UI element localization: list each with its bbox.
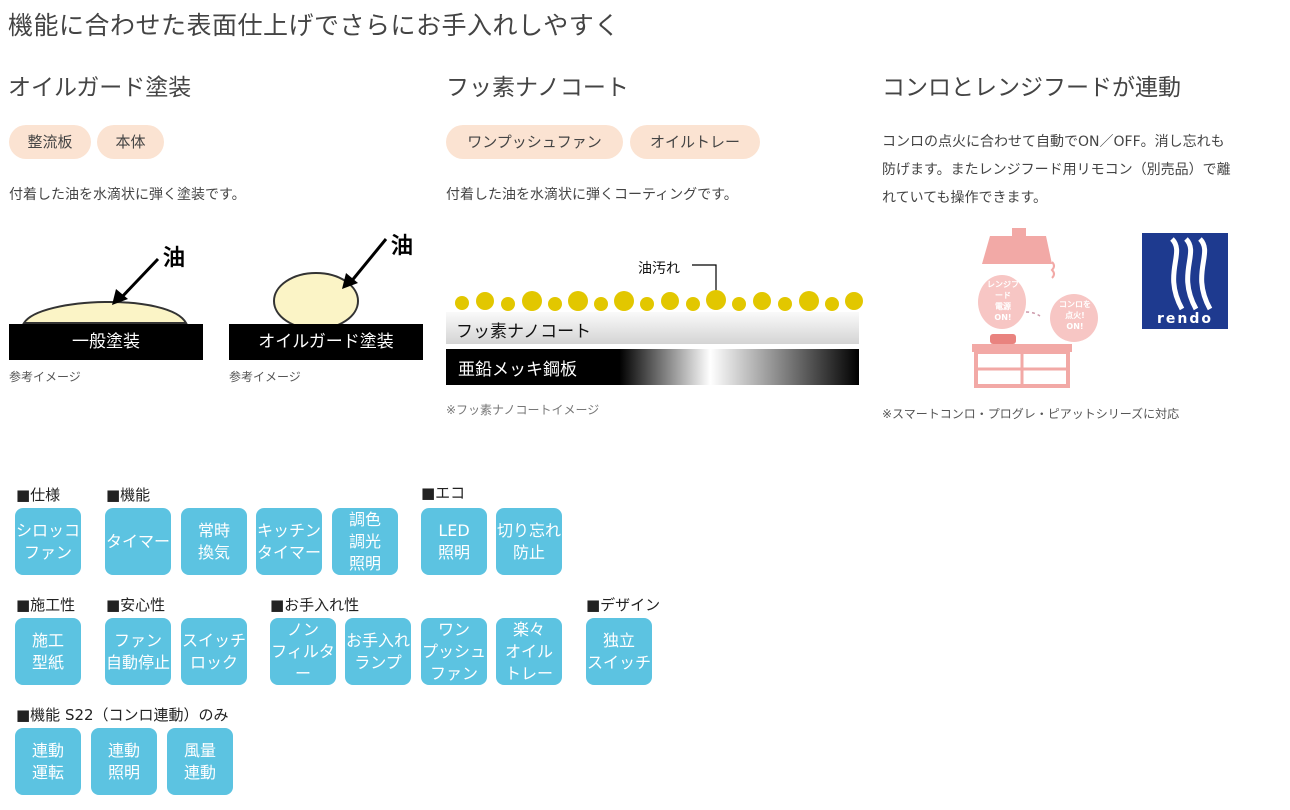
pill-hontai: 本体 — [97, 125, 164, 159]
tag-timer: タイマー — [105, 508, 171, 575]
category-function: ■機能 — [106, 486, 151, 504]
page-headline: 機能に合わせた表面仕上げでさらにお手入れしやすく — [8, 11, 620, 40]
tag-maintenance-lamp: お手入れ ランプ — [345, 618, 411, 685]
fluorine-coat-layer: フッ素ナノコート — [446, 312, 859, 344]
pill-one-push-fan: ワンプッシュファン — [446, 125, 623, 159]
col1-title: オイルガード塗装 — [8, 75, 192, 101]
steel-plate-label: 亜鉛メッキ鋼板 — [458, 360, 577, 380]
tag-kitchen-timer: キッチン タイマー — [256, 508, 322, 575]
hood-bubble-line-1: レンジフード — [987, 280, 1019, 300]
tag-sirocco-fan: シロッコ ファン — [15, 508, 81, 575]
pill-oil-tray: オイルトレー — [630, 125, 760, 159]
hood-bubble-text: レンジフード 電源 ON! — [984, 279, 1022, 323]
kitchen-illustration — [972, 228, 1098, 388]
pot-shape — [990, 334, 1016, 344]
fluorine-image-note: ※フッ素ナノコートイメージ — [446, 403, 600, 417]
rendo-logo: rendo — [1142, 233, 1228, 329]
col2-description: 付着した油を水滴状に弾くコーティングです。 — [446, 187, 738, 203]
oil-arrowhead-left — [112, 289, 128, 305]
stove-bubble-line-3: ON! — [1066, 322, 1084, 331]
stove-bubble — [1050, 294, 1098, 342]
oil-dirt-label: 油汚れ — [638, 261, 680, 277]
tag-constant-ventilation: 常時 換気 — [181, 508, 247, 575]
category-s22-only: ■機能 S22（コンロ連動）のみ — [16, 706, 229, 724]
tag-fan-auto-stop: ファン 自動停止 — [105, 618, 171, 685]
oil-label-left: 油 — [163, 246, 186, 271]
counter-shape — [972, 344, 1072, 352]
col3-desc-line-2: 防げます。またレンジフード用リモコン（別売品）で離 — [882, 162, 1231, 178]
rendo-logo-mark — [1170, 237, 1213, 311]
oil-arrow-left — [118, 257, 160, 301]
oil-spread-shape — [22, 301, 188, 324]
col3-desc-line-1: コンロの点火に合わせて自動でON／OFF。消し忘れも — [882, 134, 1225, 150]
col3-description: コンロの点火に合わせて自動でON／OFF。消し忘れも 防げます。またレンジフード… — [882, 128, 1231, 212]
fluorine-coat-label: フッ素ナノコート — [456, 322, 592, 342]
stove-bubble-line-1: コンロを — [1059, 300, 1091, 309]
stove-bubble-line-2: 点火! — [1065, 311, 1085, 320]
oil-arrow-right — [348, 238, 388, 284]
hood-bubble — [978, 275, 1026, 329]
bar-general-coating: 一般塗装 — [9, 324, 203, 360]
stove-bubble-text: コンロを 点火! ON! — [1056, 299, 1094, 332]
tag-linked-light: 連動 照明 — [91, 728, 157, 795]
tag-switch-lock: スイッチ ロック — [181, 618, 247, 685]
compatible-series-note: ※スマートコンロ・プログレ・ピアットシリーズに対応 — [882, 407, 1180, 421]
category-safety: ■安心性 — [106, 596, 166, 614]
reference-image-note-right: 参考イメージ — [229, 370, 301, 384]
rendo-logo-text: rendo — [1156, 311, 1213, 327]
tag-independent-switch: 独立 スイッチ — [586, 618, 652, 685]
tag-airflow-linked: 風量 連動 — [167, 728, 233, 795]
steel-plate-layer: 亜鉛メッキ鋼板 — [446, 349, 859, 385]
tag-template: 施工 型紙 — [15, 618, 81, 685]
col1-description: 付着した油を水滴状に弾く塗装です。 — [9, 187, 246, 203]
category-maintenance: ■お手入れ性 — [270, 596, 360, 614]
category-design: ■デザイン — [586, 596, 661, 614]
tag-shutoff-prevention: 切り忘れ 防止 — [496, 508, 562, 575]
tag-easy-oil-tray: 楽々 オイル トレー — [496, 618, 562, 685]
oil-arrowhead-right — [342, 273, 358, 289]
pill-seiryuban: 整流板 — [9, 125, 91, 159]
category-spec: ■仕様 — [16, 486, 61, 504]
oil-label-right: 油 — [391, 234, 414, 259]
reference-image-note-left: 参考イメージ — [9, 370, 81, 384]
hood-bubble-line-3: ON! — [994, 313, 1012, 322]
col2-title: フッ素ナノコート — [446, 75, 629, 101]
range-hood-shape — [982, 236, 1052, 264]
oil-droplets-layer — [455, 264, 863, 311]
tag-linked-operation: 連動 運転 — [15, 728, 81, 795]
tag-one-push-fan: ワン プッシュ ファン — [421, 618, 487, 685]
col3-title: コンロとレンジフードが連動 — [882, 75, 1181, 101]
tag-non-filter: ノン フィルター — [270, 618, 336, 685]
tag-dimming-light: 調色 調光 照明 — [332, 508, 398, 575]
tag-led-light: LED 照明 — [421, 508, 487, 575]
category-installation: ■施工性 — [16, 596, 76, 614]
category-eco: ■エコ — [421, 484, 466, 502]
hood-bubble-line-2: 電源 — [995, 302, 1011, 311]
duct-shape — [1012, 228, 1026, 238]
dirt-leader-line — [692, 264, 717, 293]
oil-guard-diagram — [22, 238, 388, 330]
col3-desc-line-3: れていても操作できます。 — [882, 190, 1048, 206]
bar-oil-guard-coating: オイルガード塗装 — [229, 324, 423, 360]
